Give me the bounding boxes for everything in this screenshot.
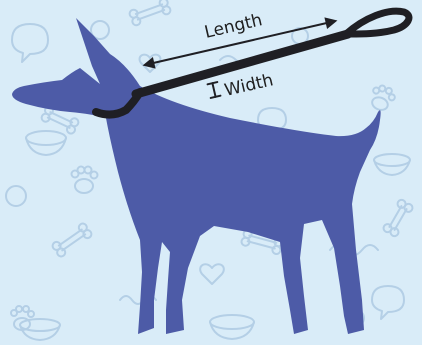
- bowl-doodle-icon: [374, 154, 410, 175]
- bowl-doodle-icon: [20, 319, 60, 340]
- dog-silhouette: [12, 18, 381, 334]
- heart-doodle-icon: [200, 264, 224, 284]
- paw-doodle-icon: [368, 83, 398, 113]
- paw-doodle-icon: [72, 167, 98, 194]
- i-beam-width-icon: [208, 82, 221, 98]
- width-label: Width: [223, 70, 276, 101]
- speech-bubble-doodle-icon: [12, 24, 48, 62]
- bowl-doodle-icon: [26, 131, 66, 155]
- length-label: Length: [203, 10, 265, 43]
- dog-body: [12, 18, 381, 334]
- leash-handle-loop: [346, 11, 409, 34]
- bone-doodle-icon: [128, 0, 171, 26]
- speech-bubble-doodle-icon: [372, 286, 404, 319]
- bone-doodle-icon: [51, 222, 93, 258]
- paw-doodle-icon: [11, 306, 34, 330]
- bone-doodle-icon: [382, 198, 414, 237]
- ball-doodle-icon: [6, 186, 26, 206]
- bowl-doodle-icon: [210, 315, 254, 339]
